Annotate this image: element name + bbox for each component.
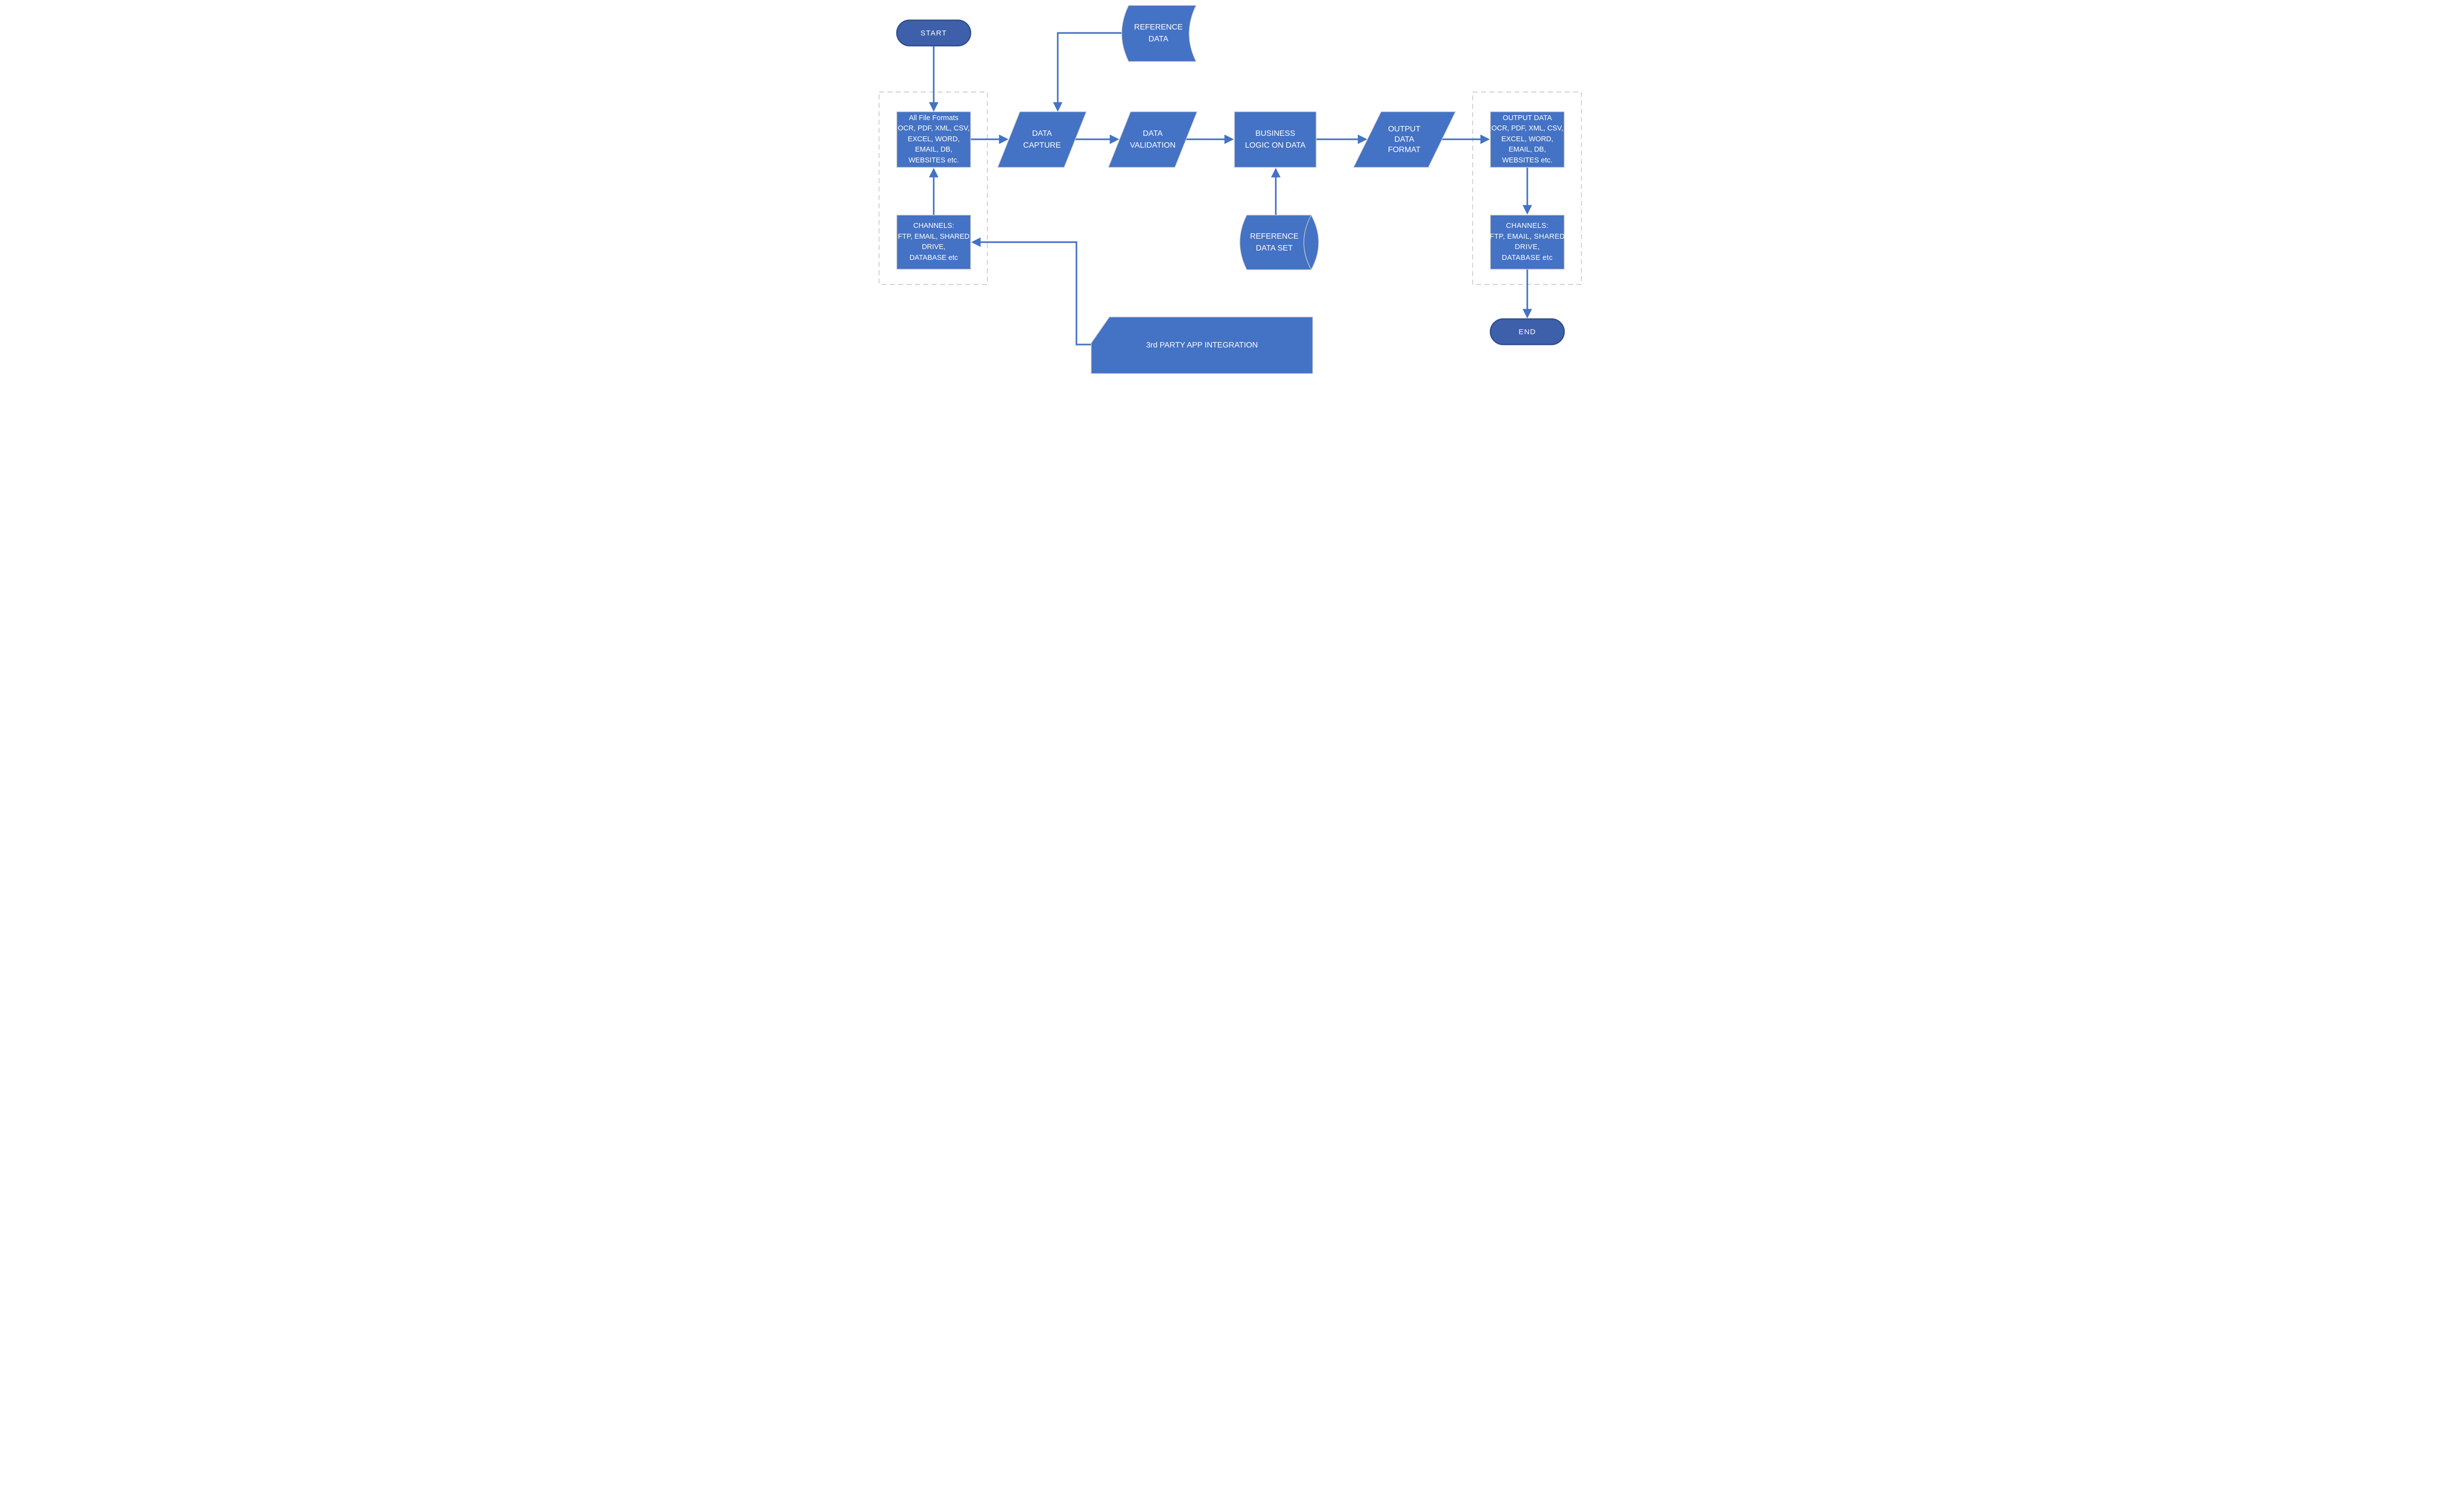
- channels-in-box-shape: [896, 215, 971, 270]
- data-validation-parallelogram-shape: [1108, 111, 1198, 168]
- reference-data-set-cylinder-shape: [1239, 215, 1319, 270]
- start-terminator-shape: [896, 19, 972, 47]
- business-logic-box-shape: [1234, 111, 1317, 168]
- connectors-layer: [929, 32, 1532, 346]
- output-data-box-shape: [1490, 111, 1565, 168]
- reference-data-stored-data-shape: [1121, 5, 1197, 62]
- reference-data-set-cylinder-cap-line: [1303, 215, 1312, 270]
- edge-reference-data-to-data-capture: [1053, 32, 1123, 112]
- flowchart-canvas: START All File Formats OCR, PDF, XML, CS…: [874, 0, 1587, 378]
- end-terminator-shape: [1489, 318, 1565, 346]
- edge-third-party-to-channels-in: [971, 237, 1091, 346]
- channels-out-box-shape: [1490, 215, 1565, 270]
- third-party-chamfered-shape: [1091, 316, 1313, 374]
- input-formats-box-shape: [896, 111, 971, 168]
- output-data-format-parallelogram-shape: [1353, 111, 1456, 168]
- flowchart-shapes-layer: [879, 5, 1582, 374]
- data-capture-parallelogram-shape: [997, 111, 1087, 168]
